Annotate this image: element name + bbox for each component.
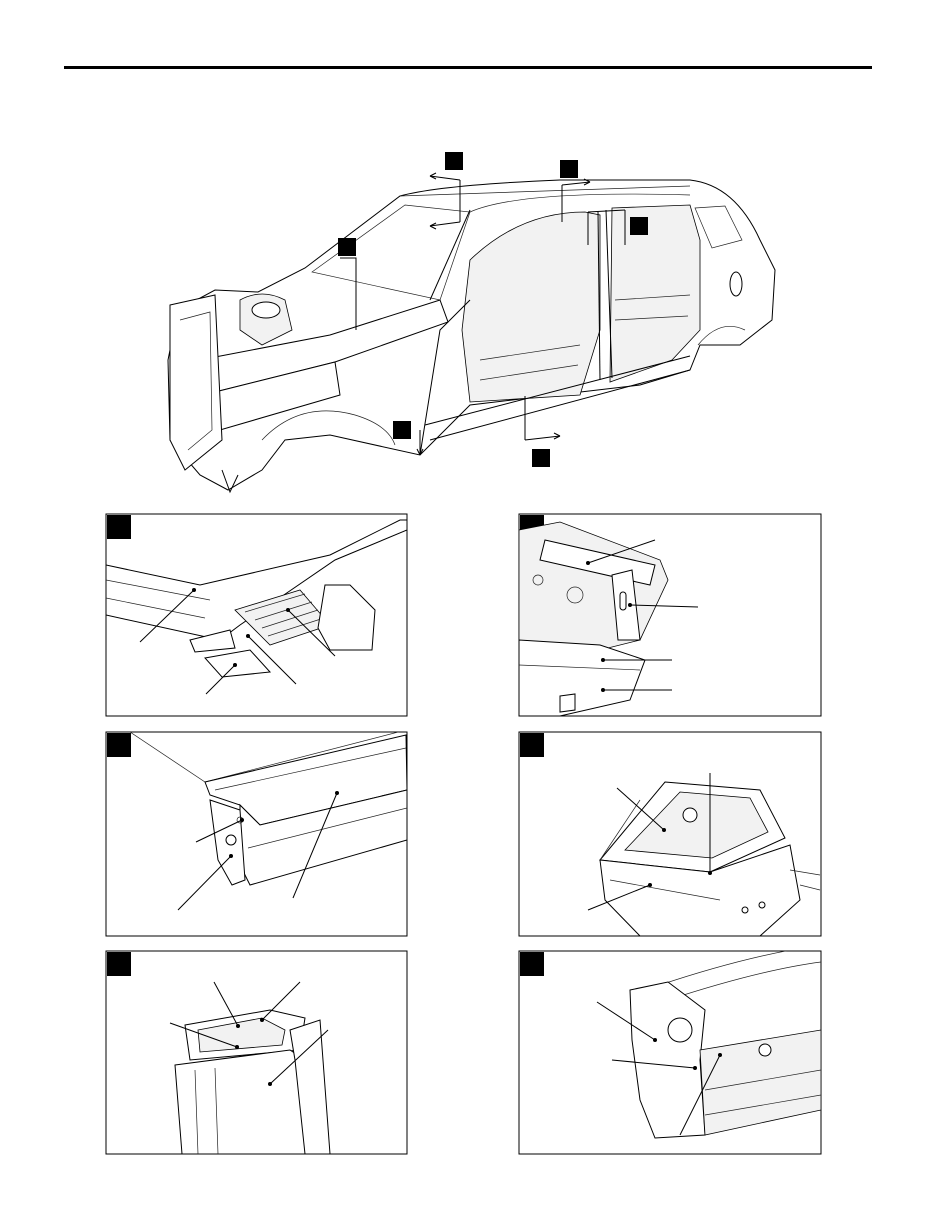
callout-tag-b (560, 160, 578, 178)
callout-tag-a (445, 152, 463, 170)
detail-panel-5 (105, 950, 408, 1155)
detail-panel-3 (105, 731, 408, 937)
callout-tag-e (393, 421, 411, 439)
detail-panel-1 (105, 513, 408, 717)
callout-tag-d (338, 238, 356, 256)
detail-panel-4 (518, 731, 822, 937)
callout-tag-f (532, 449, 550, 467)
callout-tag-c (630, 217, 648, 235)
header-rule (64, 66, 872, 69)
vehicle-body-view (167, 152, 776, 494)
detail-panel-6 (518, 950, 822, 1155)
detail-panel-2 (518, 513, 822, 717)
